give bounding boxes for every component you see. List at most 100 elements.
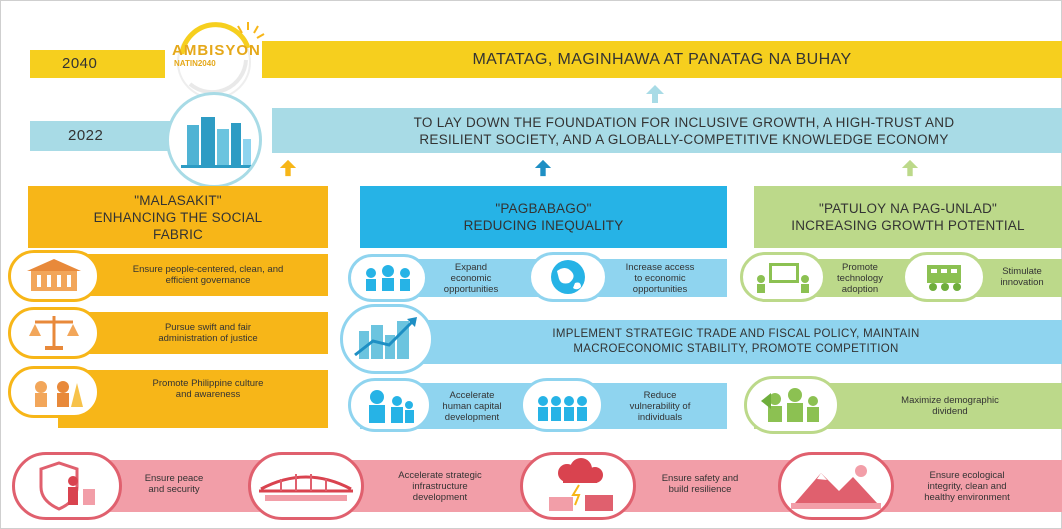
strategy-line: and security (148, 484, 200, 495)
government-building-icon (8, 250, 100, 302)
strategy-line: Ensure ecological (929, 469, 1005, 481)
family-icon (348, 378, 432, 432)
strategy-line: healthy environment (924, 491, 1010, 503)
strategy-label: Promote Philippine culture and awareness (58, 378, 328, 400)
logo-natin-word: NATIN (174, 59, 198, 68)
pillar-name: "PATULOY NA PAG-UNLAD" (818, 201, 998, 216)
strategy-label: Accelerate strategic infrastructure deve… (370, 470, 510, 503)
arrow-up-icon (279, 159, 297, 177)
strategy-stimulate-innovation: Stimulate innovation (986, 264, 1058, 290)
strategy-line: innovation (1000, 277, 1044, 288)
city-skyline-icon (166, 92, 262, 188)
strategy-label: Reduce vulnerability of individuals (610, 390, 710, 423)
arrow-up-icon (646, 85, 664, 103)
logo-word: AMBISYON (172, 42, 261, 59)
strategy-line: administration of justice (158, 333, 258, 344)
strategy-culture: Promote Philippine culture and awareness (58, 370, 328, 428)
goal-year: 2022 (68, 127, 104, 144)
strategy-line: Ensure safety and (661, 473, 739, 484)
vision-year-tab (30, 50, 165, 78)
scales-of-justice-icon (8, 307, 100, 359)
foundation-ecological-integrity: Ensure ecological integrity, clean and h… (892, 468, 1042, 504)
strategy-line: Ensure people-centered, clean, and (132, 264, 284, 275)
strategy-line: Accelerate (449, 389, 495, 401)
strategy-line: technology (837, 272, 883, 284)
pillar-subtitle: REDUCING INEQUALITY (463, 218, 624, 233)
logo-natin: NATIN2040 (174, 59, 216, 68)
strategy-line: Accelerate strategic (398, 469, 482, 481)
pillar-pagbabago: "PAGBABAGO" REDUCING INEQUALITY (360, 186, 727, 248)
strategy-justice: Pursue swift and fair administration of … (58, 312, 328, 354)
demographic-icon (744, 376, 840, 434)
strategy-line: development (412, 491, 468, 503)
vision-text: MATATAG, MAGINHAWA AT PANATAG NA BUHAY (472, 50, 852, 68)
foundation-peace-security: Ensure peace and security (118, 468, 230, 500)
strategy-label: Increase access to economic opportunitie… (610, 262, 710, 295)
trade-line1: IMPLEMENT STRATEGIC TRADE AND FISCAL POL… (552, 328, 920, 340)
strategy-line: to economic (634, 272, 686, 284)
foundation-safety-resilience: Ensure safety and build resilience (640, 468, 760, 500)
strategy-label: Ensure people-centered, clean, and effic… (58, 264, 328, 286)
goal-text-line2: RESILIENT SOCIETY, AND A GLOBALLY-COMPET… (419, 131, 949, 147)
strategy-line: human capital (442, 400, 502, 412)
strategy-reduce-vulnerability: Reduce vulnerability of individuals (610, 388, 710, 424)
strategy-line: Ensure peace (144, 473, 204, 484)
people-group-icon (520, 378, 604, 432)
mountain-icon (778, 452, 894, 520)
strategy-line: build resilience (668, 484, 732, 495)
strategy-label: Ensure peace and security (118, 473, 230, 495)
ambisyon-logo (160, 14, 278, 100)
strategy-demographic-dividend: Maximize demographic dividend (850, 392, 1050, 420)
strategy-line: infrastructure (412, 480, 468, 492)
strategy-line: dividend (932, 406, 968, 417)
strategy-line: Promote (842, 261, 878, 273)
pillar-subtitle: ENHANCING THE SOCIAL (93, 209, 263, 225)
strategy-line: Reduce (643, 389, 677, 401)
strategy-label: Ensure ecological integrity, clean and h… (892, 470, 1042, 503)
goal-text-line1: TO LAY DOWN THE FOUNDATION FOR INCLUSIVE… (413, 114, 955, 130)
arrow-up-icon (901, 159, 919, 177)
strategy-label: Ensure safety and build resilience (640, 473, 760, 495)
goal-band: TO LAY DOWN THE FOUNDATION FOR INCLUSIVE… (272, 108, 1062, 153)
pillar-name: "PAGBABAGO" (495, 201, 592, 216)
trade-line2: MACROECONOMIC STABILITY, PROMOTE COMPETI… (573, 343, 899, 355)
bridge-icon (248, 452, 364, 520)
strategy-increase-access: Increase access to economic opportunitie… (610, 262, 710, 295)
strategy-line: vulnerability of (629, 400, 691, 412)
foundation-infrastructure: Accelerate strategic infrastructure deve… (370, 468, 510, 504)
strategy-label: Expand economic opportunities (430, 262, 512, 295)
strategy-governance: Ensure people-centered, clean, and effic… (58, 254, 328, 296)
shield-icon (12, 452, 122, 520)
city-growth-icon (340, 304, 434, 374)
arrow-up-icon (534, 159, 552, 177)
strategy-line: Stimulate (1002, 266, 1042, 277)
strategy-technology-adoption: Promote technology adoption (826, 262, 894, 295)
people-group-icon (348, 254, 428, 302)
pillar-name: "MALASAKIT" (134, 192, 222, 208)
strategy-line: and awareness (175, 389, 241, 400)
strategy-label: Pursue swift and fair administration of … (58, 322, 328, 344)
pillar-subtitle: INCREASING GROWTH POTENTIAL (791, 218, 1025, 233)
strategy-line: development (444, 411, 500, 423)
strategy-line: Pursue swift and fair (164, 322, 252, 333)
pillar-malasakit: "MALASAKIT" ENHANCING THE SOCIAL FABRIC (28, 186, 328, 248)
strategy-label: Stimulate innovation (986, 266, 1058, 288)
strategy-line: Expand (454, 261, 488, 273)
strategy-line: economic (450, 272, 492, 284)
vision-band: MATATAG, MAGINHAWA AT PANATAG NA BUHAY (262, 41, 1062, 78)
goal-year-tab (30, 121, 170, 151)
strategy-expand-opportunities: Expand economic opportunities (430, 262, 512, 295)
strategy-line: Promote Philippine culture (152, 378, 264, 389)
storm-cloud-icon (520, 452, 636, 520)
logo-year: 2040 (197, 59, 216, 68)
pillar-subtitle: FABRIC (153, 226, 203, 242)
strategy-human-capital: Accelerate human capital development (432, 388, 512, 424)
strategy-line: individuals (637, 411, 683, 423)
strategy-line: Increase access (625, 261, 695, 273)
vision-year: 2040 (62, 55, 98, 72)
strategy-line: adoption (841, 283, 879, 295)
pillar-patuloy: "PATULOY NA PAG-UNLAD" INCREASING GROWTH… (754, 186, 1062, 248)
technology-icon (740, 252, 826, 302)
strategy-label: Promote technology adoption (826, 262, 894, 295)
globe-icon (528, 252, 608, 302)
